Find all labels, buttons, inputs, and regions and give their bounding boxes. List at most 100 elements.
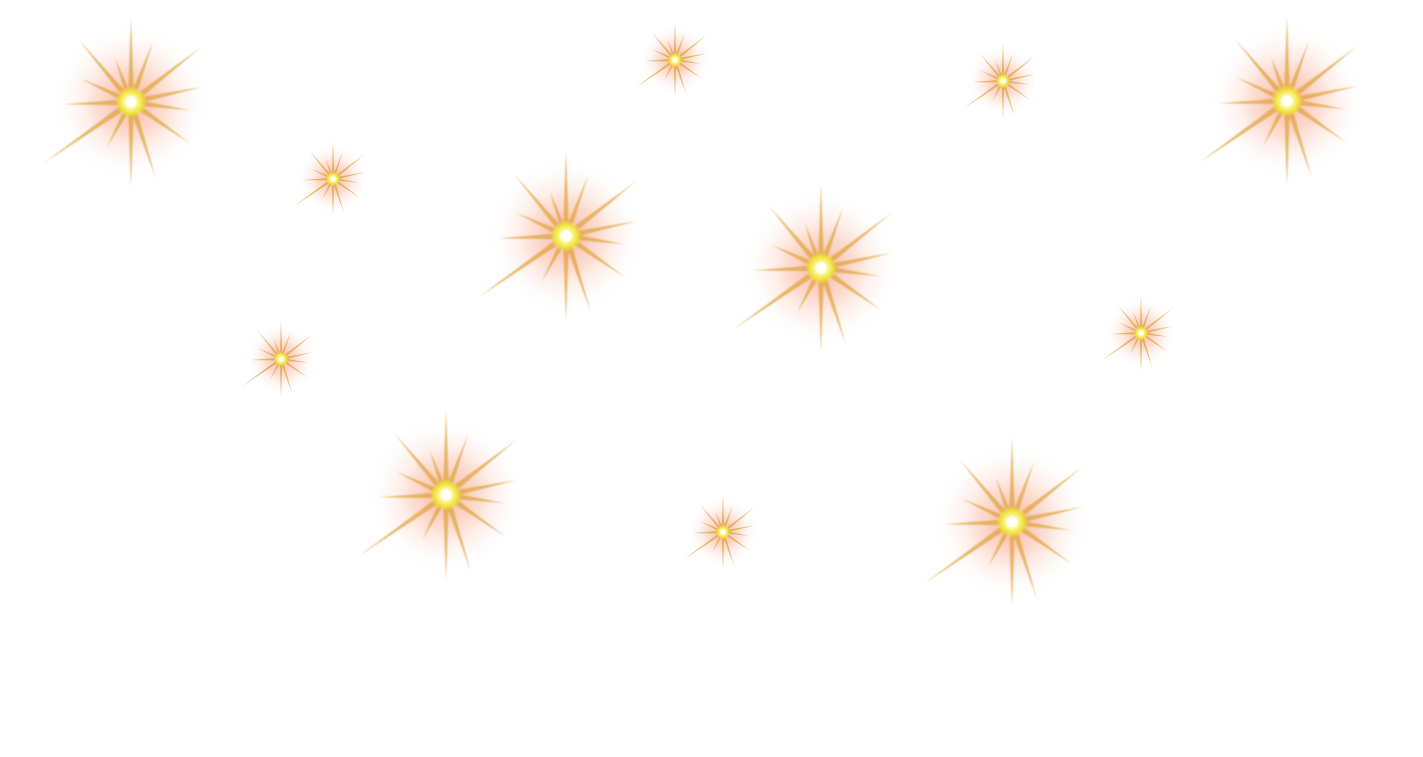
sparkle-ray (1101, 331, 1142, 361)
sparkle-ray (979, 53, 1005, 82)
sparkle-icon (358, 410, 524, 580)
sparkle-ray (1283, 100, 1312, 178)
sparkle-ray (1139, 332, 1153, 368)
sparkle-icon (963, 42, 1039, 120)
sparkle-ray (722, 507, 755, 534)
sparkle-ray (1110, 331, 1142, 335)
sparkle-ray (564, 181, 637, 239)
sparkle-ray (562, 151, 570, 236)
sparkle-icon (293, 140, 369, 218)
sparkle-ray (674, 35, 707, 62)
sparkle-ray (699, 504, 725, 533)
sparkle-ray (1199, 98, 1289, 162)
sparkle-ray (43, 99, 133, 163)
sparkle-ray (1219, 97, 1288, 105)
sparkle-ray (358, 492, 448, 556)
sparkle-ray (302, 177, 334, 181)
sparkle-ray (331, 140, 335, 179)
sparkle-icon (683, 493, 759, 571)
sparkle-center (440, 489, 452, 501)
sparkle-ray (445, 479, 517, 499)
sparkle-ray (722, 525, 755, 534)
sparkle-ray (673, 60, 677, 99)
sparkle-ray (241, 357, 282, 387)
sparkle-ray (972, 79, 1004, 83)
sparkle-ray (1140, 326, 1173, 335)
sparkle-ray (644, 58, 676, 62)
sparkle-ray (721, 493, 725, 532)
sparkle-center (815, 262, 827, 274)
sparkle-center (1138, 330, 1144, 336)
sparkle-icon (635, 21, 711, 99)
sparkle-ray (1140, 308, 1173, 335)
sparkle-center (1281, 95, 1293, 107)
sparkle-ray (332, 154, 365, 181)
sparkle-ray (635, 58, 676, 88)
sparkle-ray (963, 79, 1004, 109)
sparkle-ray (1002, 56, 1035, 83)
sparkle-ray (127, 101, 156, 179)
sparkle-ray (673, 21, 677, 61)
sparkle-icon (241, 320, 317, 398)
sparkle-center (330, 176, 336, 182)
sparkle-ray (1117, 305, 1143, 334)
sparkle-ray (1139, 294, 1143, 333)
sparkle-icon (43, 17, 209, 187)
sparkle-ray (130, 86, 202, 106)
sparkle-ray (753, 264, 822, 272)
sparkle-center (672, 57, 678, 63)
sparkle-ray (960, 460, 1015, 525)
sparkle-ray (444, 440, 517, 498)
sparkle-ray (127, 102, 135, 187)
sparkle-ray (562, 236, 570, 321)
sparkle-ray (1235, 39, 1290, 104)
sparkle-ray (721, 532, 725, 571)
sparkle-ray (1139, 333, 1143, 372)
sparkle-icon (924, 437, 1090, 607)
sparkle-center (720, 529, 726, 535)
sparkle-ray (279, 358, 293, 394)
sparkle-ray (63, 98, 132, 106)
sparkle-ray (674, 53, 707, 62)
sparkle-ray (673, 59, 687, 95)
sparkle-ray (309, 151, 335, 180)
sparkle-center (1000, 78, 1006, 84)
sparkle-ray (514, 174, 569, 239)
sparkle-ray (1001, 42, 1005, 81)
sparkle-ray (1008, 437, 1016, 522)
sparkle-ray (944, 518, 1013, 526)
sparkle-ray (1285, 46, 1358, 104)
sparkle-ray (819, 213, 892, 271)
sparkle-ray (478, 233, 568, 297)
sparkle-ray (293, 177, 334, 207)
sparkle-ray (1001, 81, 1005, 120)
sparkle-ray (1011, 506, 1083, 526)
sparkle-ray (721, 531, 735, 567)
sparkle-icon (1199, 16, 1365, 186)
sparkle-ray (250, 357, 282, 361)
sparkle-ray (733, 265, 823, 329)
sparkle-ray (820, 252, 892, 272)
sparkle-ray (817, 183, 825, 268)
sparkle-ray (817, 267, 846, 345)
sparkle-ray (279, 359, 283, 398)
sparkle-ray (769, 206, 824, 271)
sparkle-ray (331, 178, 345, 214)
sparkle-center (560, 230, 572, 242)
sparkle-center (125, 96, 137, 108)
sparkle-ray (280, 334, 313, 361)
sparkle-ray (332, 172, 365, 181)
sparkle-ray (924, 519, 1014, 583)
sparkle-icon (478, 151, 644, 321)
sparkle-ray (442, 495, 450, 580)
sparkle-ray (565, 220, 637, 240)
sparkle-ray (280, 352, 313, 361)
sparkle-ray (1008, 522, 1016, 607)
sparkle-ray (692, 530, 724, 534)
sparkle-ray (257, 331, 283, 360)
sparkle-ray (1283, 16, 1291, 102)
sparkle-ray (1008, 521, 1037, 599)
sparkle-ray (683, 530, 724, 560)
